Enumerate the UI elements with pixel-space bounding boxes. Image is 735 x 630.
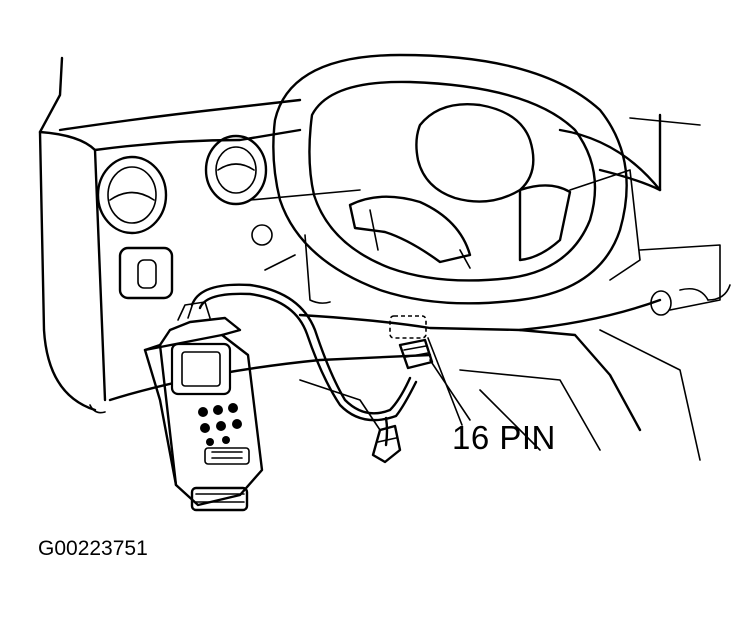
center-air-vent	[204, 134, 268, 206]
steering-wheel	[272, 53, 628, 305]
figure-id: G00223751	[38, 537, 148, 560]
dash-knob	[251, 224, 273, 246]
dashboard-outline	[38, 56, 731, 461]
callout-label: 16 PIN	[452, 419, 556, 456]
callout-leader-line	[427, 337, 463, 426]
diagnostic-cable	[190, 283, 418, 447]
dlc-connector	[371, 315, 434, 464]
left-air-vent	[96, 155, 168, 235]
dash-switch	[118, 246, 174, 300]
scan-tool	[143, 301, 264, 512]
